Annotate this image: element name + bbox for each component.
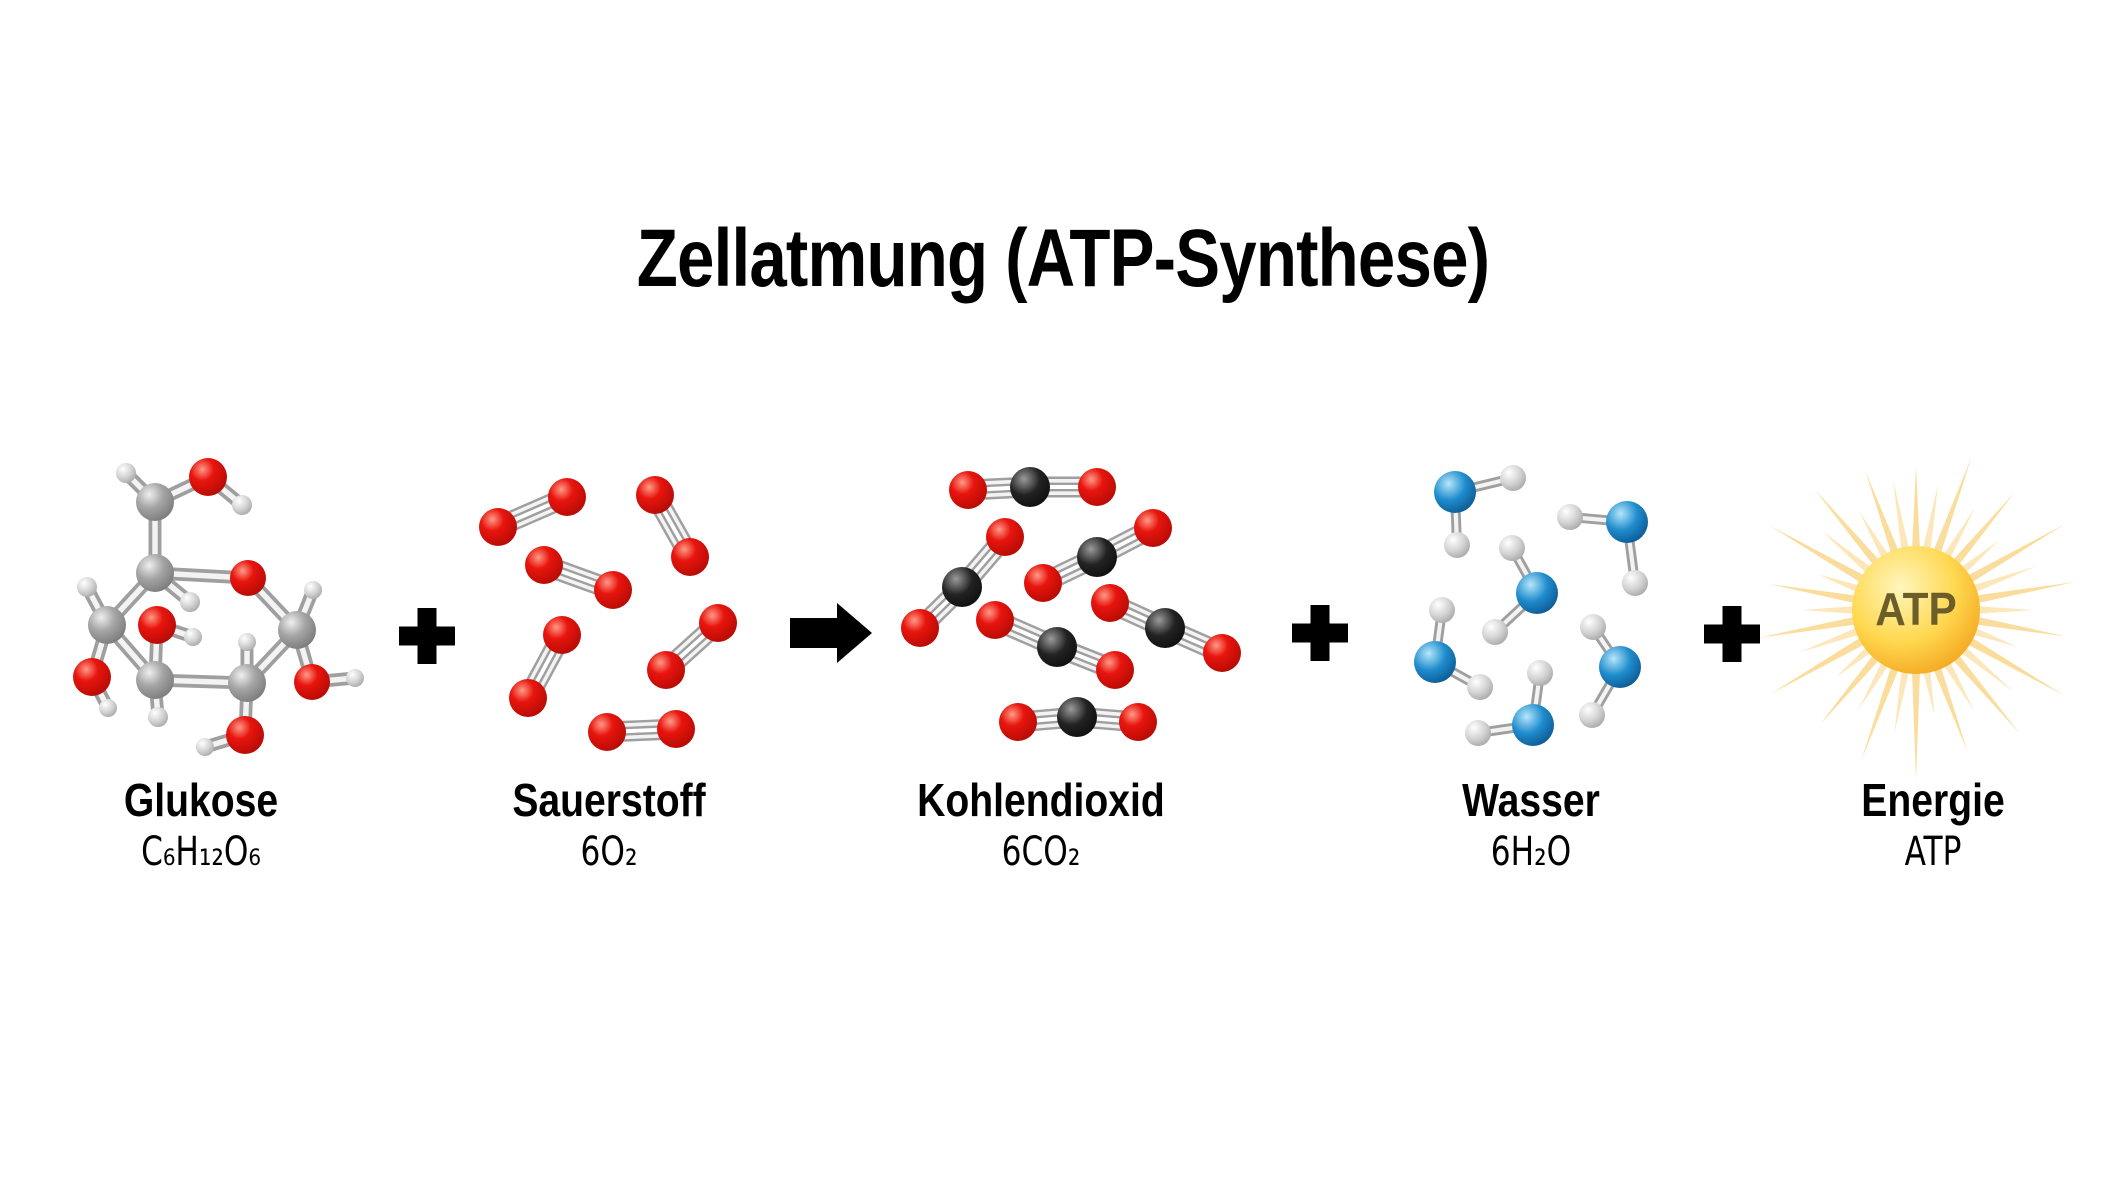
water-molecules xyxy=(1414,465,1648,746)
species-name: Glukose xyxy=(123,774,279,826)
glucose-molecule xyxy=(73,458,364,756)
species-formula: 6H₂O xyxy=(1490,828,1572,875)
oxygen-molecules xyxy=(479,476,737,751)
species-label-glukose: Glukose C₆H₁₂O₆ xyxy=(0,774,431,875)
species-formula: 6O₂ xyxy=(580,828,638,875)
species-label-sauerstoff: Sauerstoff 6O₂ xyxy=(379,774,839,875)
reaction-arrow-icon xyxy=(790,603,872,663)
species-formula: ATP xyxy=(1904,828,1962,875)
species-formula: 6CO₂ xyxy=(1001,828,1081,875)
species-name: Energie xyxy=(1861,774,2005,826)
plus-operator xyxy=(1704,606,1760,662)
species-name: Wasser xyxy=(1462,774,1600,826)
species-label-energie: Energie ATP xyxy=(1703,774,2126,875)
plus-operator xyxy=(1292,605,1348,661)
species-label-wasser: Wasser 6H₂O xyxy=(1301,774,1761,875)
plus-operator xyxy=(399,608,455,664)
diagram-title: Zellatmung (ATP-Synthese) xyxy=(636,213,1490,304)
species-name: Kohlendioxid xyxy=(917,774,1165,826)
carbon-dioxide-molecules xyxy=(901,467,1241,741)
sun-atp-label: ATP xyxy=(1875,583,1957,635)
energy-sun-icon xyxy=(1759,456,2076,780)
species-formula: C₆H₁₂O₆ xyxy=(141,828,261,875)
species-name: Sauerstoff xyxy=(512,774,706,826)
species-label-kohlendioxid: Kohlendioxid 6CO₂ xyxy=(811,774,1271,875)
